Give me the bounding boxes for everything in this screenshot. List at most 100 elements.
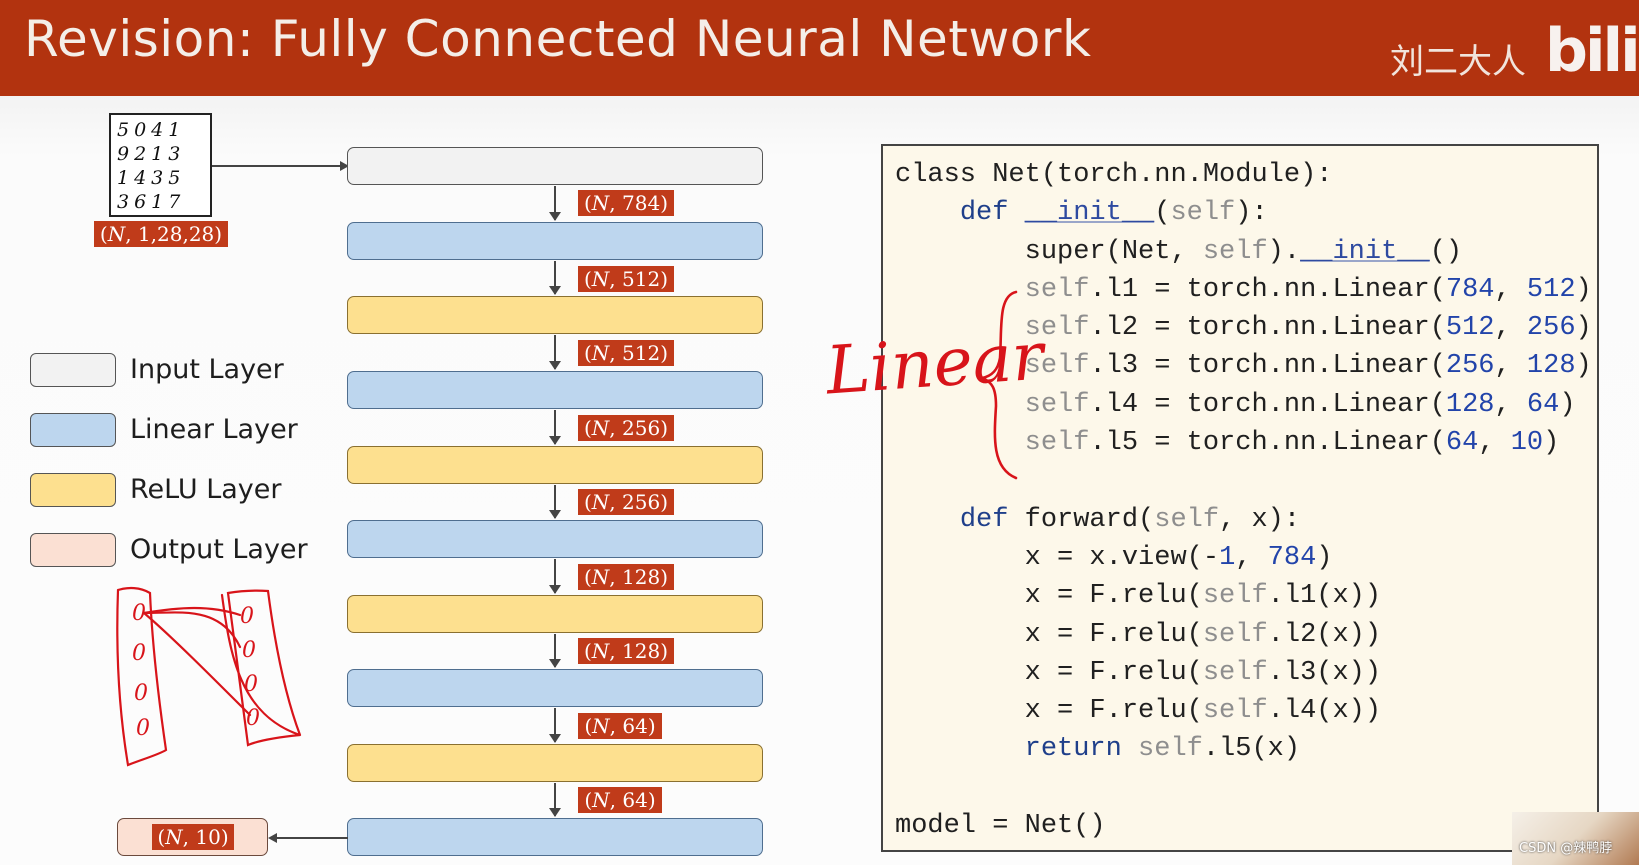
self-token: self xyxy=(1202,581,1268,612)
code-token: ). xyxy=(1267,236,1301,267)
code-token: .l5(x) xyxy=(1202,734,1301,765)
self-token: self xyxy=(1138,734,1203,765)
code-panel: class Net(torch.nn.Module): def __init__… xyxy=(881,144,1599,852)
code-token: .l4 = torch.nn.Linear( xyxy=(1089,389,1446,420)
linear-layer-2 xyxy=(347,371,763,409)
flow-arrow xyxy=(549,708,561,743)
code-token: x = F.relu( xyxy=(1024,619,1203,650)
code-token: x = F.relu( xyxy=(1024,657,1203,688)
flow-arrow xyxy=(549,559,561,594)
code-token: .l3(x)) xyxy=(1267,657,1382,688)
code-token: ( xyxy=(1154,198,1171,229)
number-token: 64 xyxy=(1445,428,1479,459)
self-token: self xyxy=(1024,313,1090,344)
code-token: x = F.relu( xyxy=(1024,696,1203,727)
code-token: .l1(x)) xyxy=(1267,581,1382,612)
flow-arrow xyxy=(549,186,561,221)
flow-arrow xyxy=(549,634,561,668)
svg-text:0: 0 xyxy=(136,716,150,741)
flow-arrow xyxy=(549,485,561,519)
code-block: class Net(torch.nn.Module): def __init__… xyxy=(895,160,1592,842)
slide-title: Revision: Fully Connected Neural Network xyxy=(24,10,1092,68)
svg-text:0: 0 xyxy=(132,641,146,666)
self-token: self xyxy=(1024,274,1090,305)
svg-text:0: 0 xyxy=(134,681,148,706)
code-token: __init__ xyxy=(1300,236,1430,267)
digit-row: 9213 xyxy=(117,143,186,165)
code-token: .l3 = torch.nn.Linear( xyxy=(1089,351,1446,382)
output-shape-label: (𝑁, 10) xyxy=(152,824,234,850)
handwritten-brace xyxy=(980,290,1018,480)
legend-swatch-input xyxy=(30,353,116,387)
shape-label: (𝑁, 64) xyxy=(578,787,662,813)
code-token: ): xyxy=(1235,198,1268,229)
shape-label: (𝑁, 512) xyxy=(578,340,674,366)
code-token: .l5 = torch.nn.Linear( xyxy=(1089,428,1446,459)
self-token: self xyxy=(1202,236,1268,267)
shape-label: (𝑁, 256) xyxy=(578,415,674,441)
number-token: 512 xyxy=(1526,274,1576,305)
legend-label-relu: ReLU Layer xyxy=(130,474,282,505)
input-layer xyxy=(347,147,763,185)
mnist-sample-image: 5041 9213 1435 3617 xyxy=(109,113,212,217)
presenter-thumbnail xyxy=(1512,812,1639,865)
title-bar: Revision: Fully Connected Neural Network… xyxy=(0,0,1639,96)
linear-layer-5 xyxy=(347,818,763,856)
bilibili-logo: bilib xyxy=(1545,16,1639,86)
code-token: x = x.view(- xyxy=(1024,542,1220,573)
output-arrow xyxy=(268,833,348,843)
flow-arrow xyxy=(549,261,561,295)
code-token: __init__ xyxy=(1024,198,1155,229)
svg-text:0: 0 xyxy=(244,672,258,697)
self-token: self xyxy=(1202,696,1268,727)
number-token: 1 xyxy=(1219,542,1236,573)
number-token: 256 xyxy=(1445,351,1495,382)
keyword: def xyxy=(959,198,1009,229)
self-token: self xyxy=(1024,389,1090,420)
self-token: self xyxy=(1202,657,1268,688)
code-token: , x): xyxy=(1219,504,1301,535)
digit-row: 3617 xyxy=(117,191,186,213)
linear-layer-4 xyxy=(347,669,763,707)
relu-layer-2 xyxy=(347,446,763,484)
svg-text:0: 0 xyxy=(246,706,260,731)
svg-text:0: 0 xyxy=(240,604,254,629)
code-token: x = F.relu( xyxy=(1024,581,1203,612)
code-token: .l2 = torch.nn.Linear( xyxy=(1089,313,1446,344)
legend-swatch-linear xyxy=(30,413,116,447)
csdn-credit: CSDN @辣鸭脖 xyxy=(1519,841,1613,856)
legend-swatch-relu xyxy=(30,473,116,507)
flow-arrow xyxy=(549,410,561,445)
output-layer: (𝑁, 10) xyxy=(117,818,268,856)
self-token: self xyxy=(1170,198,1236,229)
shape-label: (𝑁, 256) xyxy=(578,489,674,515)
number-token: 128 xyxy=(1526,351,1576,382)
flow-arrow xyxy=(549,783,561,817)
code-line: model = Net() xyxy=(895,811,1106,842)
code-token: .l1 = torch.nn.Linear( xyxy=(1089,274,1446,305)
input-shape-label: (𝑁, 1,28,28) xyxy=(94,221,228,247)
shape-label: (𝑁, 64) xyxy=(578,713,662,739)
relu-layer-3 xyxy=(347,595,763,633)
code-token: super(Net, xyxy=(1024,236,1203,267)
legend-swatch-output xyxy=(30,533,116,567)
svg-text:0: 0 xyxy=(132,601,146,626)
shape-label: (𝑁, 512) xyxy=(578,266,674,292)
input-arrow xyxy=(212,161,349,171)
code-line: class Net(torch.nn.Module): xyxy=(895,160,1333,190)
linear-layer-3 xyxy=(347,520,763,558)
author-watermark: 刘二大人 xyxy=(1390,42,1526,82)
number-token: 784 xyxy=(1445,274,1495,305)
legend-label-output: Output Layer xyxy=(130,534,308,565)
relu-layer-4 xyxy=(347,744,763,782)
number-token: 64 xyxy=(1526,389,1560,420)
shape-label: (𝑁, 784) xyxy=(578,190,674,216)
number-token: 512 xyxy=(1445,313,1495,344)
number-token: 256 xyxy=(1526,313,1576,344)
code-token: forward( xyxy=(1024,504,1155,535)
flow-arrow xyxy=(549,335,561,370)
digit-row: 5041 xyxy=(117,119,186,141)
self-token: self xyxy=(1202,619,1268,650)
number-token: 784 xyxy=(1267,542,1317,573)
code-token: .l2(x)) xyxy=(1267,619,1382,650)
